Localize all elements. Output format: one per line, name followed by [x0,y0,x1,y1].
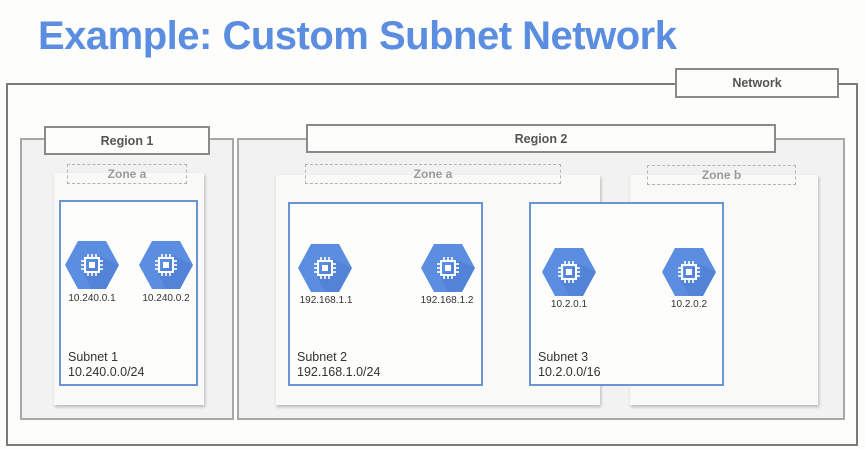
subnet-name: Subnet 3 [538,350,589,364]
region-1-zone-a-label: Zone a [67,164,187,184]
region-1-label: Region 1 [44,126,210,155]
vm-ip: 10.240.0.1 [68,293,116,304]
vm-ip: 10.240.0.2 [142,293,190,304]
vm-instance [420,243,476,298]
subnet-name: Subnet 2 [297,350,348,364]
vm-ip: 10.2.0.1 [550,299,588,310]
vm-ip: 192.168.1.2 [420,295,474,306]
compute-engine-icon [297,243,353,293]
compute-engine-icon [420,243,476,293]
page-title: Example: Custom Subnet Network [38,14,677,58]
subnet-cidr: 10.240.0.0/24 [68,365,145,379]
network-label: Network [675,68,839,98]
compute-engine-icon [64,240,120,290]
vm-instance [297,243,353,298]
subnet-name: Subnet 1 [68,350,119,364]
vm-instance [661,247,717,302]
subnet-1 [59,200,198,386]
vm-instance [64,240,120,295]
region-2-zone-a-label: Zone a [305,164,561,184]
region-2-label: Region 2 [306,124,776,153]
vm-ip: 10.2.0.2 [670,299,708,310]
compute-engine-icon [661,247,717,297]
subnet-cidr: 10.2.0.0/16 [538,365,601,379]
vm-ip: 192.168.1.1 [299,295,353,306]
subnet-2 [288,202,483,386]
vm-instance [541,247,597,302]
subnet-cidr: 192.168.1.0/24 [297,365,381,379]
compute-engine-icon [138,240,194,290]
vm-instance [138,240,194,295]
region-2-zone-b-label: Zone b [647,165,796,185]
compute-engine-icon [541,247,597,297]
